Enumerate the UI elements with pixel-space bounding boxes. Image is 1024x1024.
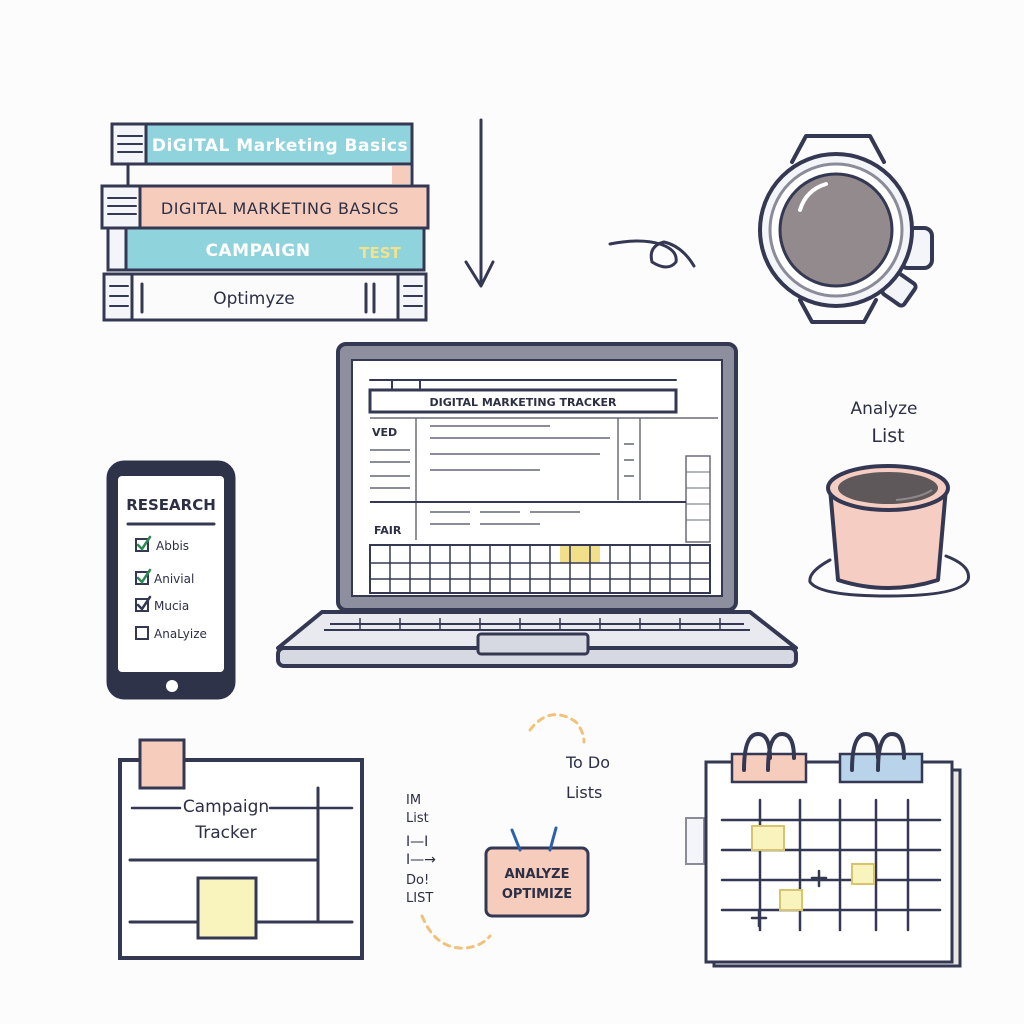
note-line: I—→ (406, 852, 436, 868)
book-1: DiGITAL Marketing Basics (110, 122, 414, 166)
checklist-label: Mucia (154, 599, 189, 613)
checklist-item[interactable]: Anivial (135, 568, 194, 586)
book-2-title: DIGITAL MARKETING BASICS (161, 199, 399, 218)
checklist-item[interactable]: AnaLyize (135, 626, 207, 641)
book-4: Optimyze (102, 272, 428, 322)
note-line: I—I (406, 834, 428, 850)
checkbox-unchecked-icon[interactable] (135, 626, 149, 640)
dashed-arrow-icon (420, 914, 492, 950)
handwritten-notes: IM List I—I I—→ Do! LIST (406, 793, 436, 906)
phone-heading: RESEARCH (126, 496, 216, 514)
checkbox-checked-icon[interactable] (135, 598, 149, 612)
checklist-item[interactable]: Mucia (135, 595, 189, 613)
book-3-tag: TEST (359, 244, 401, 262)
analyze-optimize-card: ANALYZE OPTIMIZE (484, 826, 590, 918)
row-label-ved: VED (372, 426, 397, 439)
cup-note-line2: List (871, 425, 904, 447)
card-line1: ANALYZE (505, 867, 570, 882)
book-3: CAMPAIGN TEST (106, 226, 426, 272)
checklist-item[interactable]: Abbis (135, 535, 189, 553)
note-line: IM (406, 793, 421, 808)
tracker-grid (369, 544, 711, 594)
campaign-board: Campaign Tracker (118, 738, 364, 960)
board-title-line1: Campaign (183, 797, 269, 817)
book-1b (126, 162, 414, 188)
phone: RESEARCH Abbis Anivial Mucia AnaLyize (106, 460, 236, 700)
checklist-label: AnaLyize (154, 627, 207, 641)
coffee-cup-top-icon (758, 134, 934, 324)
book-3-title: CAMPAIGN (205, 241, 310, 261)
book-stack: DiGITAL Marketing Basics DIGITAL MARKETI… (100, 122, 430, 322)
book-2: DIGITAL MARKETING BASICS (100, 184, 430, 230)
tea-cup: Analyze List (808, 399, 971, 598)
todo-note: To Do Lists (565, 753, 610, 802)
note-line: LIST (406, 891, 433, 906)
dashed-arrow-icon (528, 713, 586, 744)
cup-note-line1: Analyze (851, 399, 918, 419)
checkbox-checked-icon[interactable] (135, 538, 149, 552)
todo-line2: Lists (566, 783, 602, 802)
squiggle-doodle (608, 239, 696, 269)
laptop: DIGITAL MARKETING TRACKER VED FAIR (276, 342, 798, 668)
note-line: Do! (406, 873, 429, 888)
todo-line1: To Do (565, 753, 610, 772)
board-title-line2: Tracker (194, 823, 256, 843)
checkbox-checked-icon[interactable] (135, 571, 149, 585)
note-line: List (406, 811, 429, 826)
checklist-label: Anivial (154, 572, 194, 586)
book-4-title: Optimyze (213, 289, 295, 309)
card-line2: OPTIMIZE (502, 887, 572, 902)
down-arrow-icon (464, 118, 495, 288)
tracker-header: DIGITAL MARKETING TRACKER (429, 396, 617, 409)
book-1-title: DiGITAL Marketing Basics (152, 136, 408, 156)
row-label-fair: FAIR (374, 524, 402, 537)
checklist-label: Abbis (156, 539, 189, 553)
calendar-icon (685, 732, 962, 968)
